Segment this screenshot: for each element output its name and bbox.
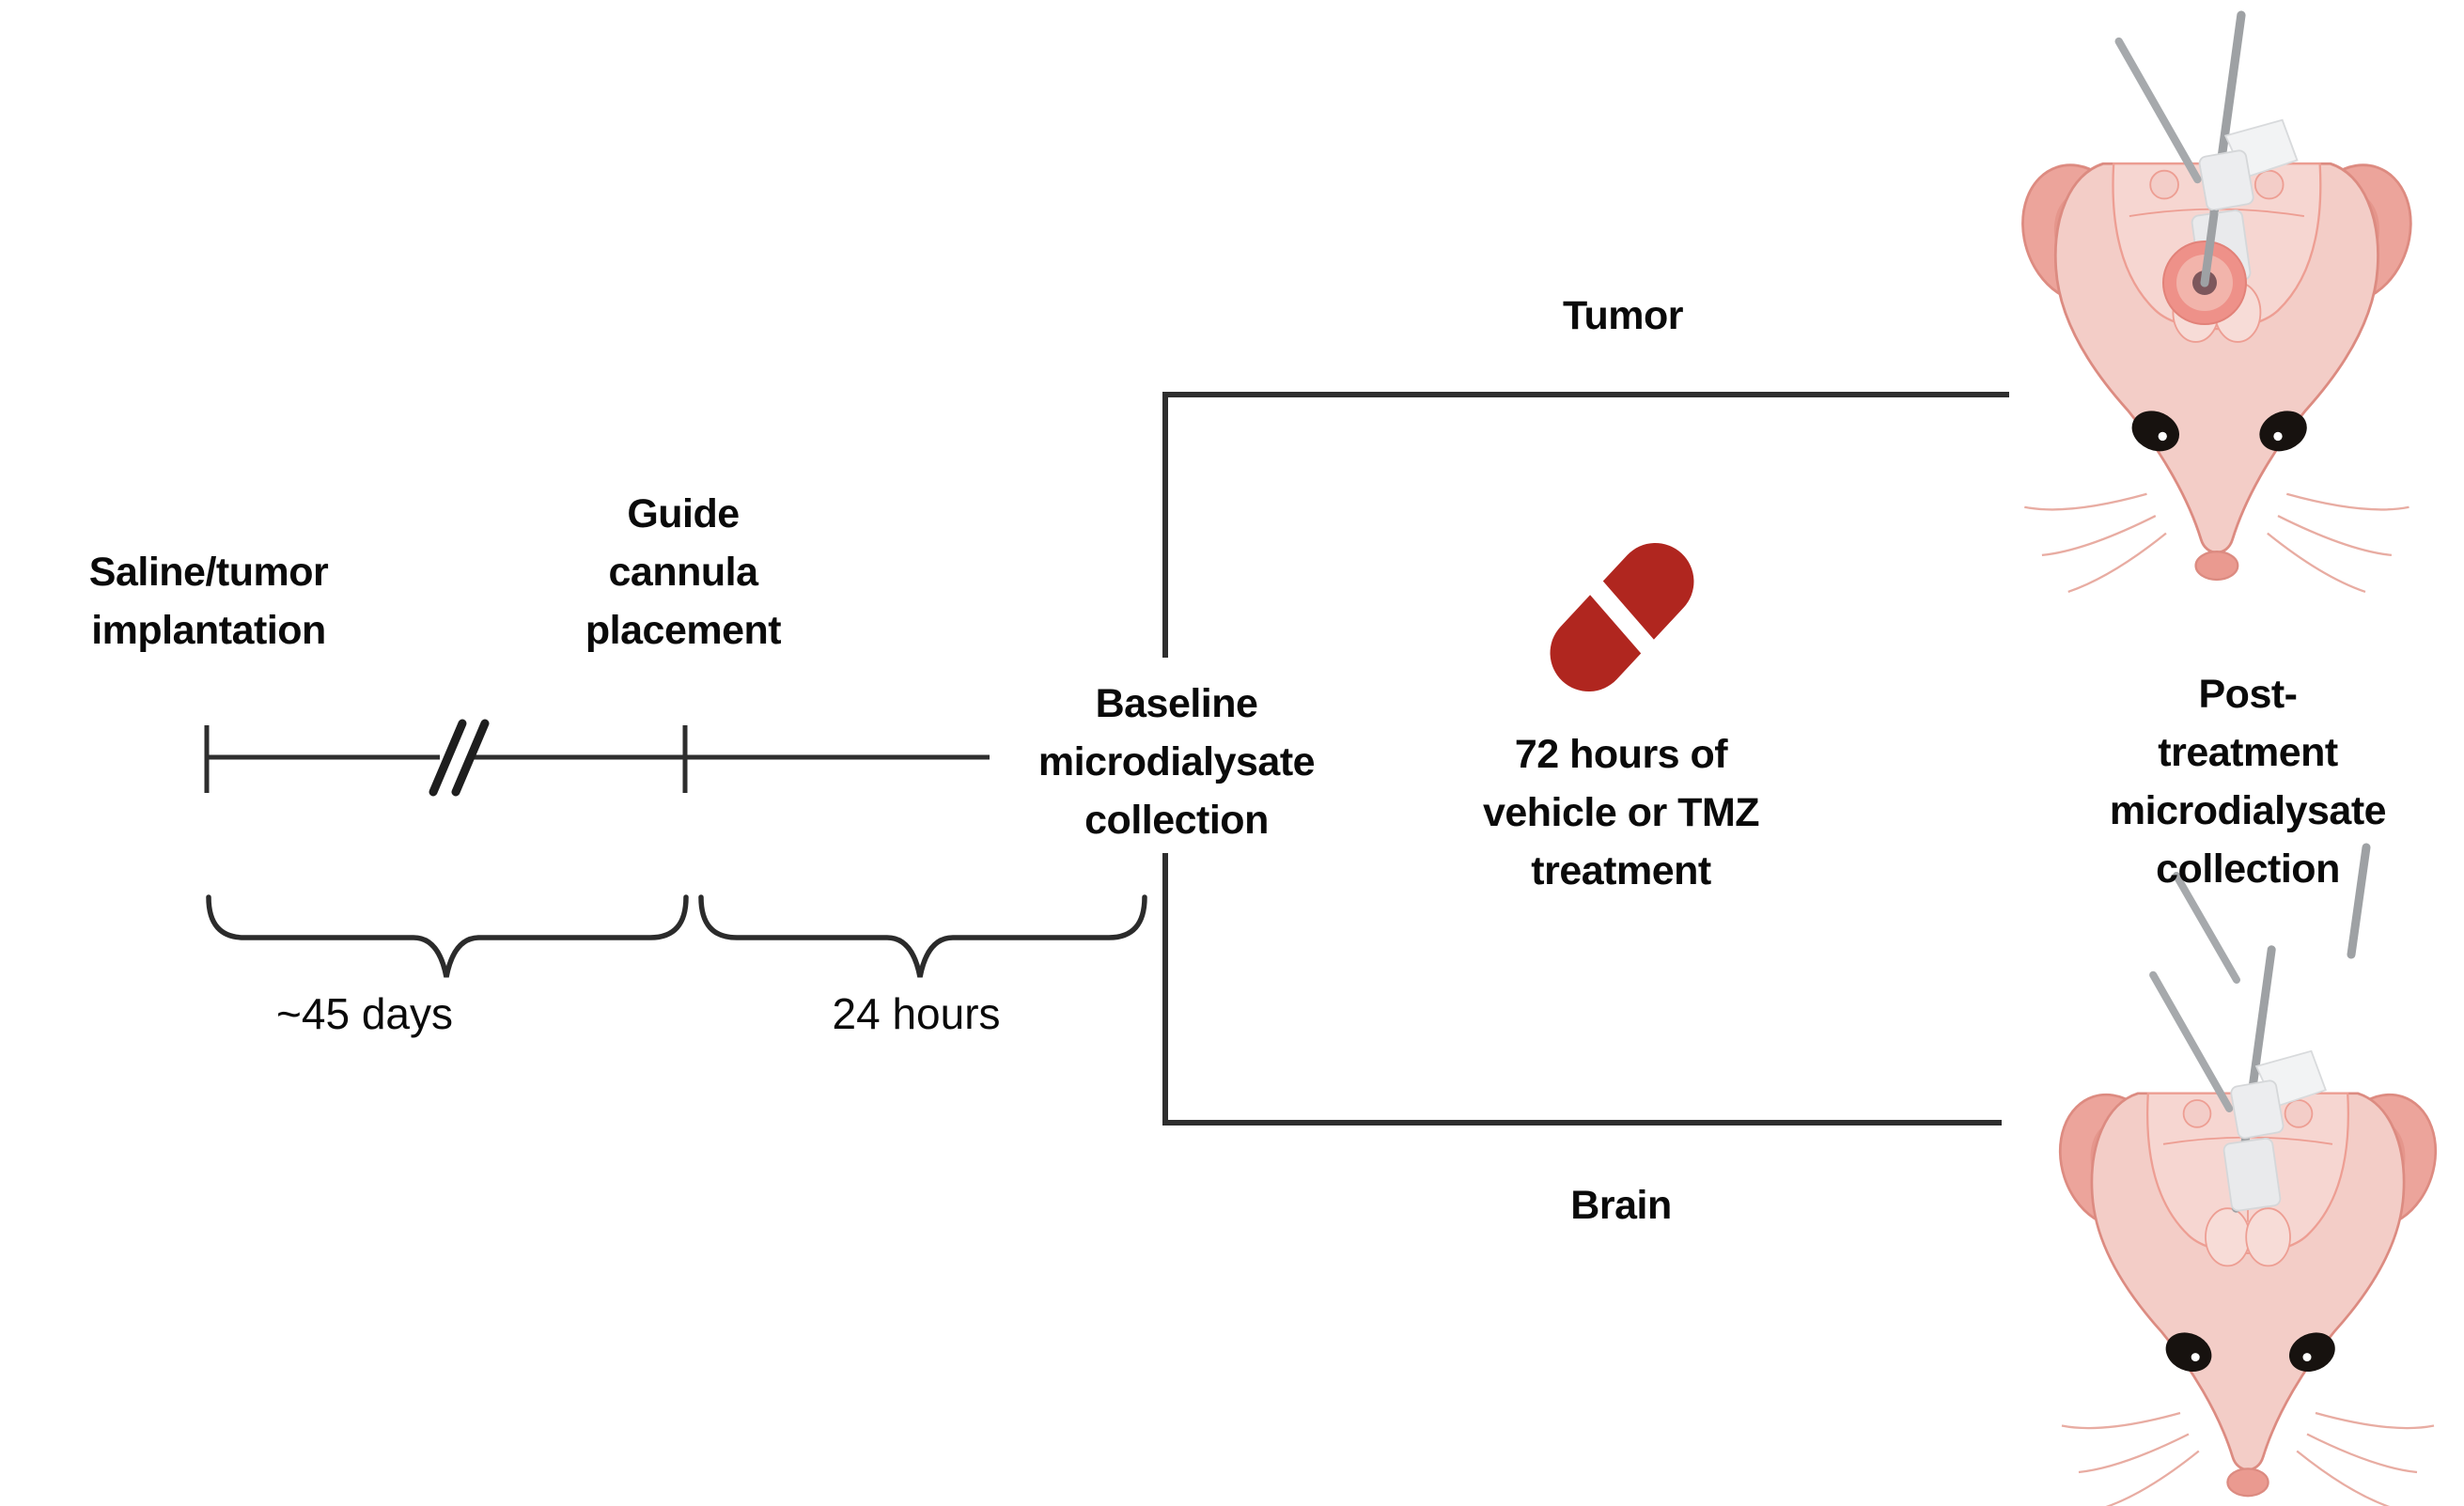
brace-24-hours	[698, 894, 1147, 978]
guide-cannula-placement-label: Guide cannula placement	[585, 491, 782, 653]
mouse-head-brain-illustration	[2043, 843, 2452, 1506]
branch-tumor-line	[1162, 392, 2009, 658]
probe-rod-extension	[2347, 843, 2371, 959]
baseline-microdialysate-label: Baseline microdialysate collection	[1037, 681, 1316, 843]
branch-brain-line	[1162, 853, 2002, 1126]
pill-icon	[1550, 542, 1694, 692]
brace-45-days	[206, 894, 689, 978]
post-treatment-microdialysate-label: Post-treatment microdialysate collection	[2109, 672, 2387, 892]
mouse-head-tumor-illustration	[2005, 15, 2428, 592]
timeline	[204, 725, 990, 793]
saline-tumor-implantation-label: Saline/tumor implantation	[88, 550, 329, 653]
axis-break-icon	[429, 719, 490, 797]
tumor-site-marker	[2162, 210, 2247, 325]
duration-45-days-label: ~45 days	[276, 989, 453, 1038]
tumor-branch-label: Tumor	[1562, 293, 1684, 338]
brain-branch-label: Brain	[1570, 1183, 1672, 1228]
duration-24-hours-label: 24 hours	[832, 989, 1001, 1038]
probe-rod-extension	[2173, 872, 2240, 984]
treatment-caption-label: 72 hours of vehicle or TMZ treatment	[1482, 732, 1760, 893]
